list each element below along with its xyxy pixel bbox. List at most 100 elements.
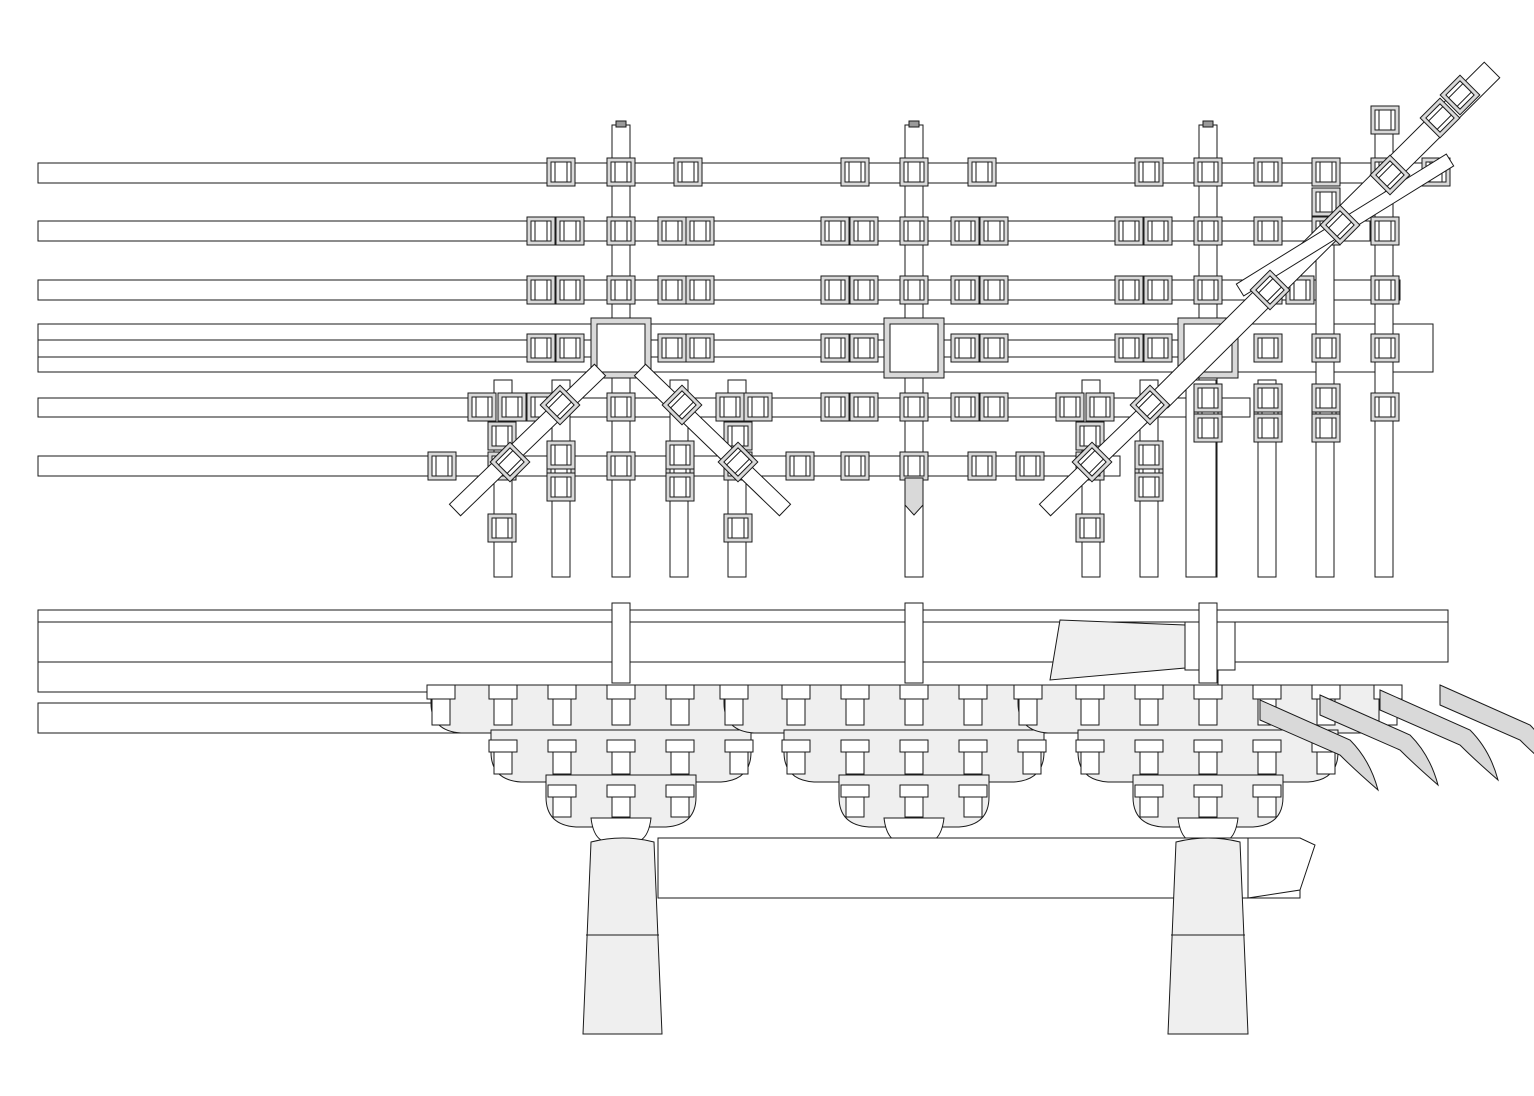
bracket-block — [1071, 441, 1113, 483]
bracket-block — [673, 157, 703, 187]
block-core — [1319, 161, 1333, 183]
eave-rafter — [1259, 699, 1379, 792]
block-core — [673, 444, 687, 466]
cap-block — [1177, 817, 1239, 841]
eave-rafter — [1379, 689, 1499, 782]
block-core — [1122, 337, 1136, 359]
block-core — [1261, 337, 1275, 359]
block-core — [1378, 396, 1392, 418]
block-core — [534, 279, 548, 301]
bracket-block — [526, 216, 556, 246]
block-core — [614, 455, 628, 477]
small-block — [719, 684, 749, 700]
block-core — [1142, 161, 1156, 183]
bracket-arm-section — [1018, 698, 1038, 726]
block-core — [1079, 449, 1105, 475]
bracket-block — [715, 392, 745, 422]
small-block — [1134, 684, 1164, 700]
bracket-arm-section — [1198, 751, 1218, 775]
small-block — [1193, 784, 1223, 798]
block-core — [731, 517, 745, 539]
bracket-block — [555, 216, 585, 246]
block-core — [1151, 279, 1165, 301]
block-core — [848, 455, 862, 477]
bracket-block — [546, 472, 576, 502]
bracket-block — [743, 392, 773, 422]
small-block — [958, 739, 988, 753]
bracket-block — [1114, 216, 1144, 246]
block-core — [1122, 279, 1136, 301]
bracket-block — [1439, 74, 1481, 116]
bracket-block — [899, 157, 929, 187]
block-core — [1201, 387, 1215, 409]
block-core — [693, 220, 707, 242]
diagonal-bracket-arm — [633, 363, 792, 517]
small-block — [958, 684, 988, 700]
bracket-block — [1143, 333, 1173, 363]
bracket-block — [1114, 275, 1144, 305]
block-core — [554, 161, 568, 183]
bracket-block — [1193, 413, 1223, 443]
bracket-block — [1249, 269, 1291, 311]
block-core — [614, 220, 628, 242]
bracket-vertical-arm — [904, 602, 924, 684]
bracket-block — [606, 157, 636, 187]
column-top-block — [883, 317, 945, 379]
bracket-block — [967, 451, 997, 481]
block-core — [1201, 279, 1215, 301]
bracket-block — [1075, 421, 1105, 451]
column — [1167, 837, 1249, 1035]
block-core — [907, 220, 921, 242]
small-block — [488, 684, 518, 700]
small-block — [899, 739, 929, 753]
small-block — [1193, 684, 1223, 700]
bracket-block — [820, 216, 850, 246]
block-core — [987, 337, 1001, 359]
block-core — [857, 279, 871, 301]
bracket-block — [1370, 105, 1400, 135]
bracket-block — [1311, 383, 1341, 413]
block-core — [534, 220, 548, 242]
block-core — [1151, 337, 1165, 359]
elevation-view — [37, 602, 1534, 1035]
bracket-block — [685, 275, 715, 305]
bracket-block — [657, 333, 687, 363]
block-core — [1142, 444, 1156, 466]
bracket-arm-section — [611, 698, 631, 726]
block-core — [1137, 392, 1163, 418]
bracket-block — [1129, 384, 1171, 426]
bracket-block — [820, 275, 850, 305]
block-core — [1327, 212, 1353, 238]
bracket-block — [1370, 275, 1400, 305]
bracket-block — [661, 384, 703, 426]
small-block — [840, 739, 870, 753]
eave-rafter — [1439, 684, 1534, 755]
bracket-arm-section — [1257, 751, 1277, 775]
bracket-block — [1253, 216, 1283, 246]
block-core — [958, 396, 972, 418]
block-core — [614, 161, 628, 183]
bracket-block — [899, 451, 929, 481]
bracket-block — [717, 441, 759, 483]
small-block — [488, 739, 518, 753]
block-core — [958, 220, 972, 242]
small-block — [426, 684, 456, 700]
bracket-block — [1193, 275, 1223, 305]
bracket-arm-section — [845, 698, 865, 726]
bracket-block — [526, 275, 556, 305]
block-core — [1063, 396, 1077, 418]
bracket-block — [967, 157, 997, 187]
block-core — [665, 220, 679, 242]
bracket-block — [1311, 333, 1341, 363]
bracket-arm-section — [1139, 698, 1159, 726]
bracket-block — [467, 392, 497, 422]
bracket-block — [427, 451, 457, 481]
block-core — [987, 396, 1001, 418]
block-core — [828, 337, 842, 359]
block-core — [563, 279, 577, 301]
block-core — [1377, 162, 1403, 188]
bracket-arm-section — [963, 698, 983, 726]
bracket-block — [1143, 216, 1173, 246]
bracket-arm-section — [552, 796, 572, 818]
